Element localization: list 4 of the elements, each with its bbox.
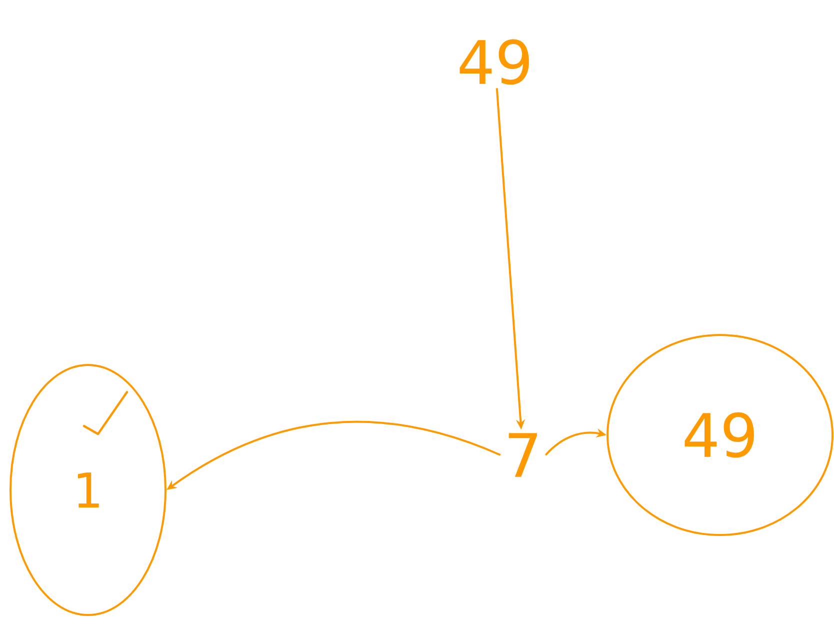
number-text: 49	[460, 39, 529, 85]
number-text: 7	[508, 433, 537, 477]
circled-number: 49	[606, 334, 834, 536]
circled-number: 1	[10, 364, 166, 616]
